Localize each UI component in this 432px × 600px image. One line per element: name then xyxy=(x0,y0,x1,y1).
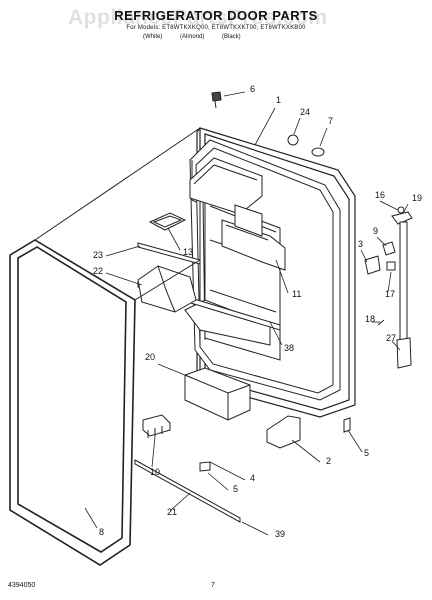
callout-label: 6 xyxy=(250,84,255,94)
callout-label: 22 xyxy=(93,266,103,276)
callout-label: 2 xyxy=(326,456,331,466)
model-numbers: For Models: ET8WTKXKQ00, ET8WTKXKT00, ET… xyxy=(126,25,306,31)
watermark: AppliancePartsPros.com xyxy=(68,6,328,29)
callout-label: 39 xyxy=(275,529,285,539)
door-trim-strip xyxy=(134,459,241,523)
callout-label: 1 xyxy=(276,95,281,105)
callout-label: 19 xyxy=(412,193,422,203)
shelf-bracket xyxy=(142,414,171,438)
page-title: REFRIGERATOR DOOR PARTS xyxy=(114,8,318,23)
callout-label: 8 xyxy=(99,527,104,537)
callout-label: 27 xyxy=(386,333,396,343)
door-liner xyxy=(184,139,341,401)
model-colors: (White) (Almond) (Black) xyxy=(143,34,241,40)
callout-label: 10 xyxy=(150,467,160,477)
callout-label: 16 xyxy=(375,190,385,200)
cabinet-outline xyxy=(34,127,201,301)
handle-trim xyxy=(266,415,301,449)
callout-label: 5 xyxy=(364,448,369,458)
callout-label: 21 xyxy=(167,507,177,517)
callout-label: 24 xyxy=(300,107,310,117)
callout-label: 3 xyxy=(358,239,363,249)
fasteners-and-caps xyxy=(199,91,351,472)
leader-lines xyxy=(84,91,409,536)
door-gasket xyxy=(9,239,136,566)
dairy-door-bin xyxy=(221,204,286,271)
callout-label: 13 xyxy=(183,247,193,257)
callout-label: 4 xyxy=(250,473,255,483)
page-number: 7 xyxy=(211,582,215,589)
callout-label: 9 xyxy=(373,226,378,236)
callout-label: 38 xyxy=(284,343,294,353)
callout-label: 5 xyxy=(233,484,238,494)
callout-label: 11 xyxy=(292,289,301,299)
lower-door-bin xyxy=(184,367,251,421)
callout-label: 20 xyxy=(145,352,155,362)
dairy-cover xyxy=(148,212,187,231)
callout-label: 18 xyxy=(365,314,375,324)
diagram-code: 4394050 xyxy=(8,582,36,589)
callout-label: 17 xyxy=(385,289,395,299)
hinge-and-handle-assembly xyxy=(364,206,413,369)
egg-bin xyxy=(137,265,197,313)
callout-label: 7 xyxy=(328,116,333,126)
callout-label: 23 xyxy=(93,250,103,260)
